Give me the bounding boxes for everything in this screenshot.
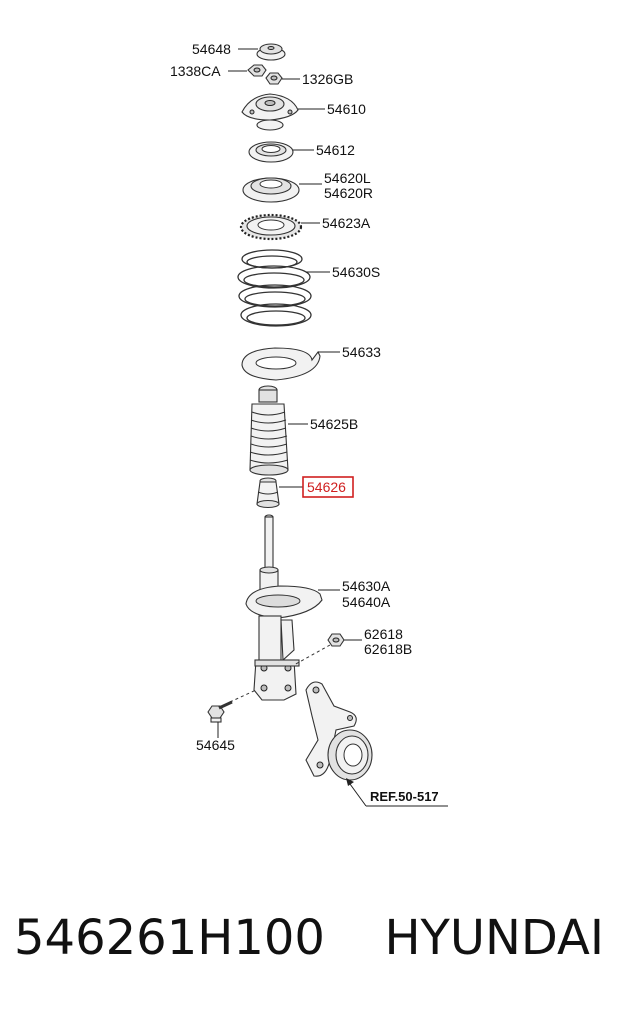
label-54626: 54626 bbox=[307, 479, 346, 495]
part-54633-spring-pad bbox=[241, 347, 321, 381]
label-54645: 54645 bbox=[196, 737, 235, 753]
label-62618B: 62618B bbox=[364, 641, 412, 657]
part-54630S-coil-spring bbox=[237, 249, 312, 327]
label-54625B: 54625B bbox=[310, 416, 358, 432]
label-1338CA: 1338CA bbox=[170, 63, 221, 79]
suspension-strut-diagram: 54648 1338CA 1326GB 54610 54612 54620L 5… bbox=[170, 41, 448, 807]
highlight-box-54626 bbox=[302, 476, 354, 498]
part-54612-bearing bbox=[248, 141, 294, 163]
footer: 546261H100 HYUNDAI bbox=[0, 900, 620, 980]
part-1338CA-nut bbox=[247, 64, 267, 77]
label-54633: 54633 bbox=[342, 344, 381, 360]
part-54620-spring-seat bbox=[242, 177, 300, 203]
part-54648-cap bbox=[256, 43, 286, 61]
part-54623A-insulator bbox=[239, 213, 303, 241]
label-54623A: 54623A bbox=[322, 215, 371, 231]
label-54630A: 54630A bbox=[342, 578, 391, 594]
label-54630S: 54630S bbox=[332, 264, 380, 280]
part-54630A-strut-assembly bbox=[245, 514, 323, 701]
part-54626-bump-stopper bbox=[256, 477, 280, 509]
label-54610: 54610 bbox=[327, 101, 366, 117]
label-54648: 54648 bbox=[192, 41, 231, 57]
label-54612: 54612 bbox=[316, 142, 355, 158]
knuckle-hub-reference bbox=[305, 681, 373, 781]
label-1326GB: 1326GB bbox=[302, 71, 353, 87]
part-62618-nut bbox=[327, 633, 345, 647]
part-54625B-dust-boot bbox=[249, 385, 289, 476]
part-number: 546261H100 bbox=[14, 910, 325, 966]
part-54645-bolt bbox=[207, 700, 233, 723]
part-1326GB-nut bbox=[265, 72, 283, 85]
label-54620R: 54620R bbox=[324, 185, 373, 201]
label-62618: 62618 bbox=[364, 626, 403, 642]
brand-name: HYUNDAI bbox=[384, 910, 604, 966]
label-54620L: 54620L bbox=[324, 170, 371, 186]
label-54640A: 54640A bbox=[342, 594, 391, 610]
label-ref-50-517: REF.50-517 bbox=[370, 789, 439, 804]
part-54610-strut-mount bbox=[241, 93, 299, 131]
